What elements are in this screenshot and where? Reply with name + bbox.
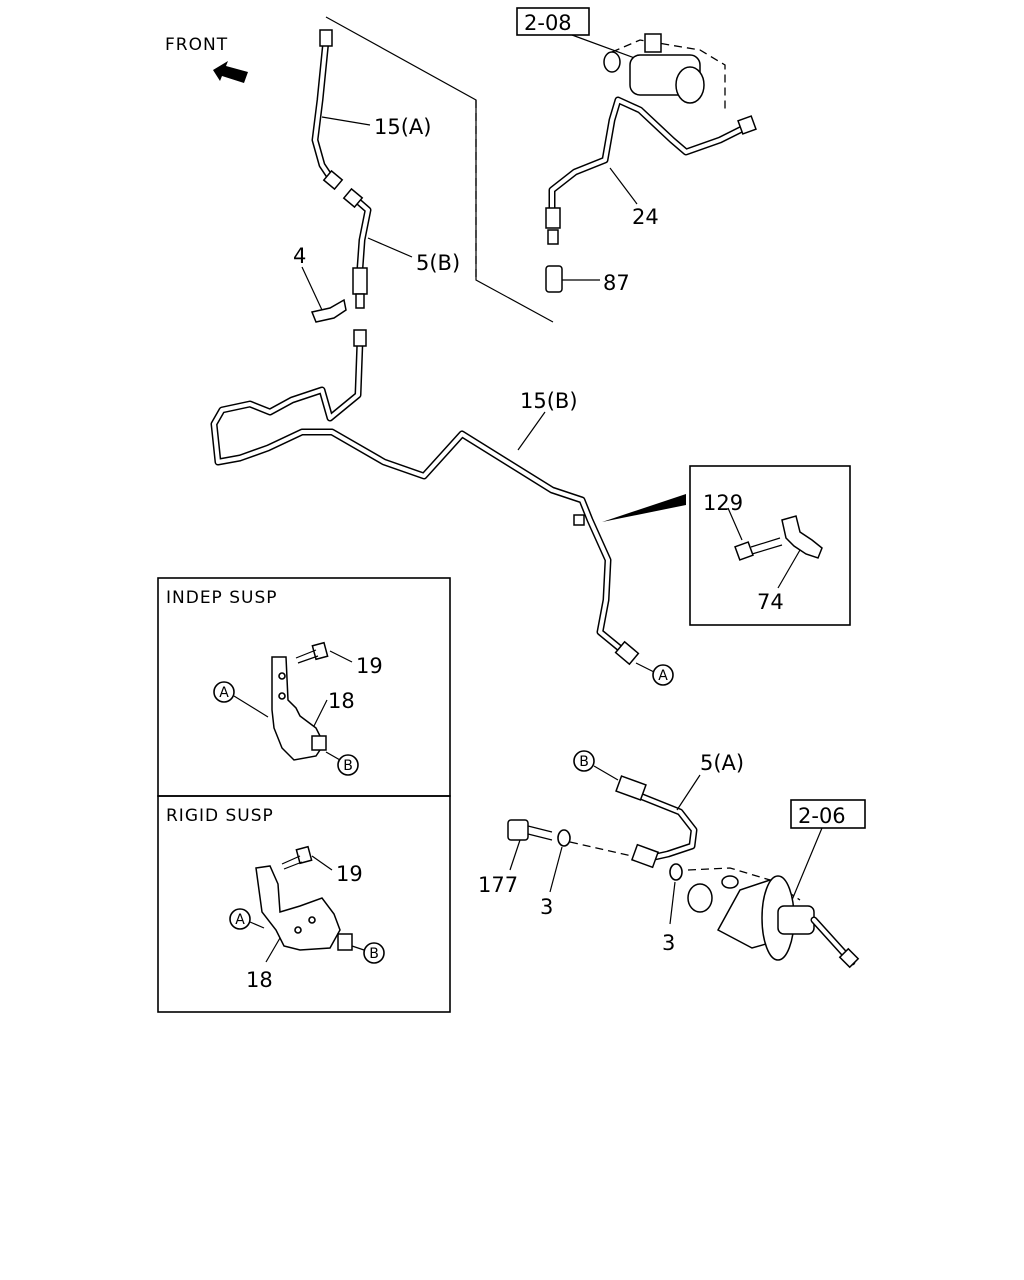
- hose-5b: [342, 187, 372, 309]
- leader-5a: [676, 774, 701, 811]
- bolt-19-indep: [295, 641, 329, 664]
- label-5b: 5(B): [416, 251, 460, 275]
- connection-line: [325, 16, 554, 323]
- marker-a-rigid: [229, 908, 251, 930]
- marker-a-indep: [213, 681, 235, 703]
- leader-19-indep: [329, 650, 353, 663]
- washer-3-left: [557, 829, 571, 847]
- label-3-left: 3: [540, 895, 553, 919]
- leader-2-06: [791, 827, 823, 901]
- inset-rigid-susp: [157, 795, 451, 1013]
- bolt-19-rigid: [281, 845, 313, 870]
- leader-marker-a-indep: [233, 695, 269, 718]
- leader-3-left: [549, 846, 563, 893]
- detail-box: [689, 465, 851, 626]
- leader-18-indep: [313, 699, 328, 727]
- leader-marker-b-rigid: [351, 945, 365, 951]
- marker-a-rigid-label: A: [235, 912, 245, 928]
- bolt-177: [507, 819, 553, 841]
- washer-3-right: [669, 863, 683, 881]
- ref-box-2-08: [516, 7, 590, 36]
- leader-5b: [367, 237, 413, 258]
- leader-marker-b-hose: [593, 765, 619, 781]
- inset-indep-susp: [157, 577, 451, 797]
- label-87: 87: [603, 271, 630, 295]
- marker-b-hose: [573, 750, 595, 772]
- bolt-129: [734, 537, 783, 561]
- marker-a-pipe-label: A: [658, 668, 668, 684]
- part-87: [545, 265, 563, 293]
- leader-18-rigid: [265, 937, 281, 963]
- marker-b-hose-label: B: [579, 754, 589, 770]
- marker-a-pipe: [652, 664, 674, 686]
- leader-177: [509, 839, 521, 871]
- leader-marker-b-indep: [325, 751, 341, 761]
- label-15b: 15(B): [520, 389, 578, 413]
- bracket-18-indep: [271, 656, 327, 761]
- leader-19-rigid: [311, 855, 333, 871]
- marker-b-rigid: [363, 942, 385, 964]
- leader-74: [777, 549, 801, 589]
- clip-4: [310, 298, 347, 323]
- front-arrow-icon: [213, 61, 248, 83]
- marker-b-indep-label: B: [343, 758, 353, 774]
- leader-marker-a-pipe: [635, 662, 655, 673]
- label-19-indep: 19: [356, 654, 383, 678]
- label-15a: 15(A): [374, 115, 431, 139]
- marker-b-indep: [337, 754, 359, 776]
- pipe-15a: [311, 29, 344, 191]
- dashed-bolt-path: [569, 841, 633, 857]
- leader-129: [727, 507, 743, 541]
- leader-3-right: [669, 881, 676, 925]
- label-129: 129: [703, 491, 743, 515]
- leader-marker-a-rigid: [249, 921, 265, 929]
- label-5a: 5(A): [700, 751, 744, 775]
- pipe-24: [545, 96, 757, 245]
- label-177: 177: [478, 873, 518, 897]
- marker-b-rigid-label: B: [369, 946, 379, 962]
- label-18-indep: 18: [328, 689, 355, 713]
- bracket-18-rigid: [255, 865, 353, 951]
- leader-15a: [321, 116, 371, 126]
- leader-2-08: [571, 34, 641, 61]
- detail-pointer: [602, 494, 686, 522]
- hose-5a: [615, 775, 698, 869]
- clip-74: [781, 515, 823, 559]
- label-18-rigid: 18: [246, 968, 273, 992]
- inset-rigid-title: RIGID SUSP: [166, 806, 274, 826]
- ref-2-08: 2-08: [524, 11, 572, 35]
- label-74: 74: [757, 590, 784, 614]
- master-cylinder: [603, 33, 726, 110]
- ref-2-06: 2-06: [798, 804, 846, 828]
- leader-4: [301, 266, 323, 311]
- label-4: 4: [293, 244, 306, 268]
- leader-24: [609, 167, 638, 205]
- pipe-15b: [210, 329, 640, 666]
- ref-box-2-06: [790, 799, 866, 829]
- label-19-rigid: 19: [336, 862, 363, 886]
- front-label: FRONT: [165, 35, 228, 55]
- slave-cylinder: [687, 867, 860, 969]
- inset-indep-title: INDEP SUSP: [166, 588, 278, 608]
- label-3-right: 3: [662, 931, 675, 955]
- marker-a-indep-label: A: [219, 685, 229, 701]
- leader-15b: [517, 411, 546, 451]
- label-24: 24: [632, 205, 659, 229]
